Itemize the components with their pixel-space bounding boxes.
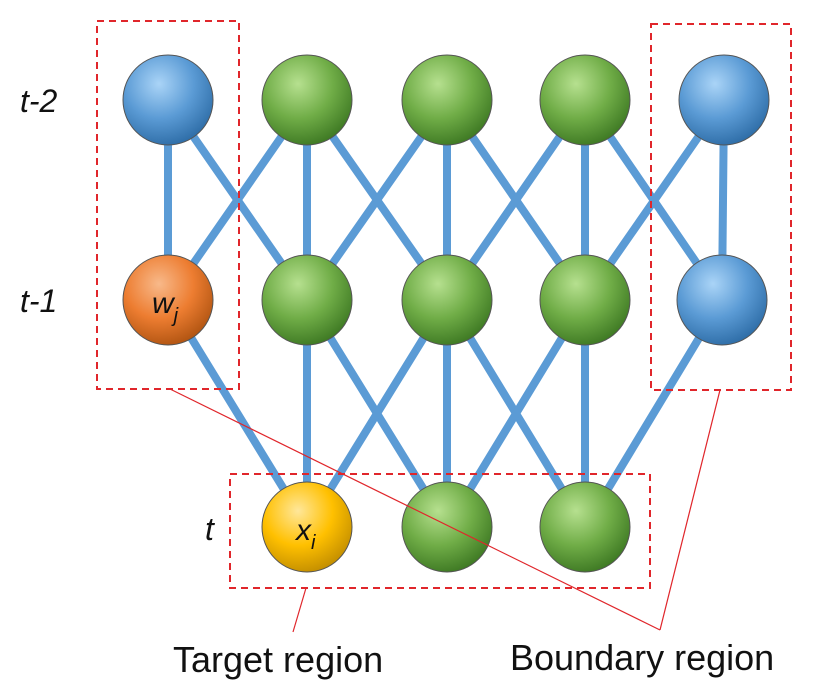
boundary-pointer-right [659, 389, 721, 631]
target-pointer [292, 587, 307, 633]
boundary-node [122, 54, 214, 146]
w-node [122, 254, 214, 346]
x-node [261, 481, 353, 573]
layer-t-1-nodes [122, 254, 768, 346]
layer-t-2-nodes [122, 54, 770, 146]
region-boxes [96, 20, 792, 589]
layer-label-t: t [205, 511, 215, 547]
x-node-label: xi [294, 514, 316, 554]
interior-node [261, 54, 353, 146]
boundary-pointer-left [169, 388, 661, 631]
interior-node [539, 254, 631, 346]
boundary-region-caption: Boundary region [510, 637, 774, 678]
target-node [539, 481, 631, 573]
left-boundary-box [96, 20, 240, 390]
w-node-label: wj [152, 287, 179, 327]
target-region-caption: Target region [173, 639, 383, 680]
pointer-lines [169, 388, 721, 633]
target-node [401, 481, 493, 573]
interior-node [401, 54, 493, 146]
layer-label-t-2: t-2 [20, 83, 58, 119]
interior-node [261, 254, 353, 346]
interior-node [539, 54, 631, 146]
right-boundary-box [650, 23, 792, 391]
layer-label-t-1: t-1 [20, 283, 57, 319]
boundary-node [676, 254, 768, 346]
boundary-node [678, 54, 770, 146]
interior-node [401, 254, 493, 346]
layer-t-nodes [261, 481, 631, 573]
target-region-box [229, 473, 651, 589]
